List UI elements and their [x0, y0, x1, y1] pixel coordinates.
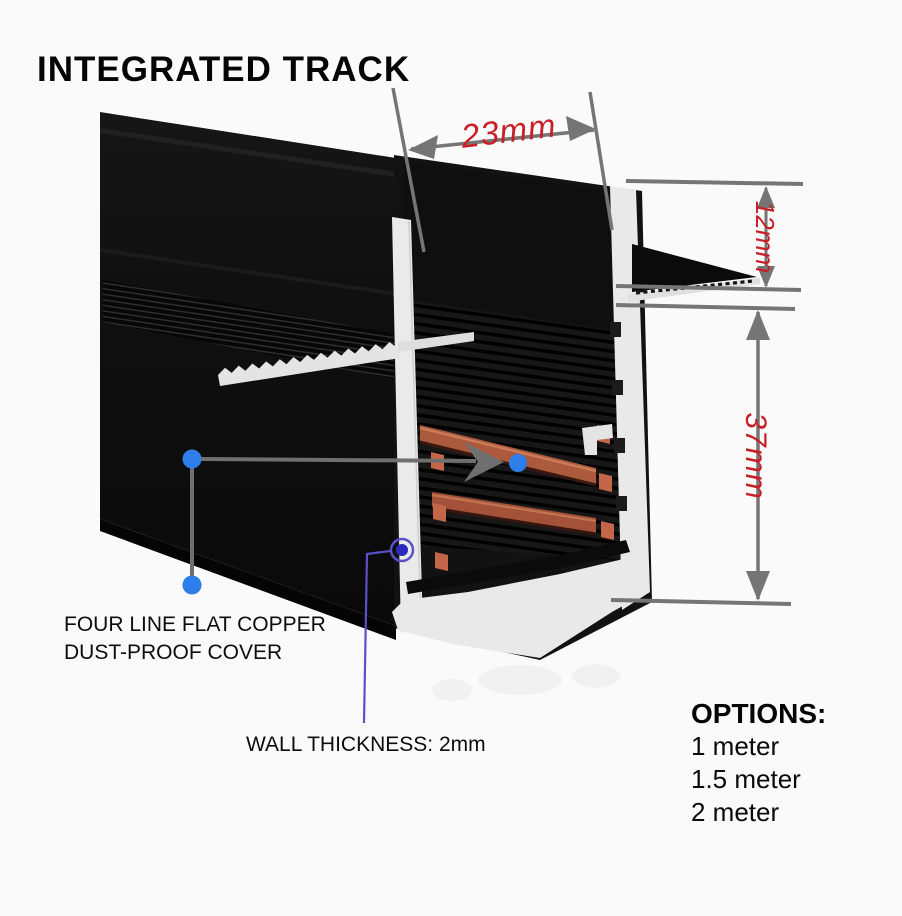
- right-wing-top: [632, 244, 757, 292]
- floor-shadow: [406, 540, 630, 594]
- channel-interior: [394, 155, 652, 660]
- dimension-37mm: 37mm: [610, 303, 796, 606]
- left-wall-cut: [392, 217, 423, 633]
- wall-thickness-callout: [362, 537, 415, 724]
- option-1-5-meter: 1.5 meter: [691, 764, 801, 794]
- options-block: OPTIONS: 1 meter 1.5 meter 2 meter: [691, 698, 826, 829]
- body-ridge-line-2: [100, 248, 396, 296]
- dimension-12mm: 12mm: [615, 179, 804, 292]
- arrow-up: [746, 310, 770, 340]
- marker-dot: [396, 544, 408, 556]
- right-wing: [628, 244, 760, 302]
- leader-arrowhead: [464, 442, 504, 482]
- copper-callout-line1: FOUR LINE FLAT COPPER: [64, 613, 326, 636]
- option-2-meter: 2 meter: [691, 797, 780, 827]
- fin-band: [103, 280, 470, 394]
- page-title: INTEGRATED TRACK: [37, 50, 411, 89]
- body-bottom-face: [100, 519, 396, 640]
- interior-ribs: [404, 300, 622, 560]
- dim-height-label: 37mm: [739, 412, 772, 499]
- copper-callout: [182, 442, 527, 595]
- inner-lip-cut: [398, 332, 474, 352]
- upper-recess: [404, 162, 618, 330]
- leader-line: [362, 549, 391, 724]
- ext-line-bottom: [610, 598, 792, 606]
- right-wall-notches: [610, 322, 627, 511]
- marker-ring: [389, 537, 415, 563]
- options-heading: OPTIONS:: [691, 698, 827, 729]
- ext-line-top: [615, 303, 796, 311]
- leader-line-horizontal: [199, 457, 477, 463]
- marker-dot-upper: [182, 449, 202, 469]
- ext-line-right: [588, 91, 614, 231]
- copper-callout-line2: DUST-PROOF COVER: [64, 641, 283, 664]
- copper-bars: [419, 425, 597, 536]
- right-wing-serration: [635, 279, 754, 295]
- dim-line: [410, 128, 595, 151]
- option-1-meter: 1 meter: [691, 731, 780, 761]
- marker-dot-copper: [509, 454, 527, 472]
- copper-callout-label: FOUR LINE FLAT COPPER DUST-PROOF COVER: [64, 611, 326, 667]
- arrow-up: [757, 186, 775, 208]
- cut-surfaces: [218, 186, 650, 658]
- arrow-right: [566, 116, 596, 141]
- arrow-down: [746, 571, 770, 601]
- ghost-watermark: [432, 664, 620, 701]
- ext-line-left: [391, 87, 426, 253]
- ext-line-top: [625, 179, 804, 186]
- ext-line-bottom: [615, 284, 802, 292]
- arrow-left: [408, 135, 438, 159]
- dim-width-label: 23mm: [458, 106, 558, 155]
- bottom-cut: [392, 556, 648, 658]
- wall-thickness-label: WALL THICKNESS: 2mm: [246, 733, 486, 756]
- left-wing-cut: [218, 341, 400, 386]
- arrow-down: [757, 266, 775, 288]
- marker-dot-lower: [182, 575, 202, 595]
- inner-flange-cut: [582, 424, 613, 455]
- dim-recess-label: 12mm: [750, 201, 780, 273]
- body-ridge-line: [100, 128, 396, 177]
